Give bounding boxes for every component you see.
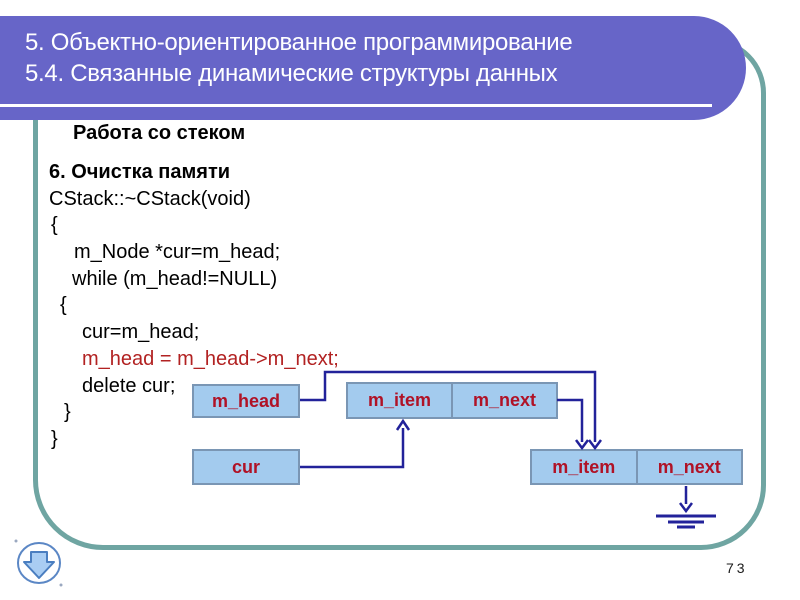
node2-m-item-label: m_item xyxy=(552,456,616,477)
code-line: } xyxy=(51,427,58,450)
section-subtitle: Работа со стеком xyxy=(73,122,246,144)
cur-label: cur xyxy=(231,456,260,477)
code-line: } xyxy=(64,401,71,424)
header-underline xyxy=(0,104,712,107)
node1-m-next-label: m_next xyxy=(451,384,556,417)
m-head-label: m_head xyxy=(211,390,281,411)
diagram-node2: m_item m_next xyxy=(530,449,743,485)
down-arrow-icon xyxy=(23,551,55,579)
code-line: 6. Очистка памяти xyxy=(49,161,231,183)
speck-icon xyxy=(14,539,18,543)
code-line: while (m_head!=NULL) xyxy=(72,267,278,290)
diagram-box-m-head: m_head xyxy=(192,384,300,418)
code-line: delete cur; xyxy=(82,374,176,397)
next-slide-button[interactable] xyxy=(13,538,65,588)
slide-title-line2: 5.4. Связанные динамические структуры да… xyxy=(25,60,558,87)
code-line: { xyxy=(60,294,67,317)
code-line: m_Node *cur=m_head; xyxy=(74,241,281,264)
slide-title: 5. Объектно-ориентированное программиров… xyxy=(25,27,573,89)
slide-title-line1: 5. Объектно-ориентированное программиров… xyxy=(25,29,573,56)
slide-header: 5. Объектно-ориентированное программиров… xyxy=(0,16,746,120)
page-number: 73 xyxy=(726,560,748,576)
node1-m-item-label: m_item xyxy=(367,390,432,410)
node2-m-next-label: m_next xyxy=(635,451,742,483)
code-line: CStack::~CStack(void) xyxy=(49,187,251,210)
code-line: m_head = m_head->m_next; xyxy=(82,347,339,370)
diagram-node1: m_item m_next xyxy=(346,382,558,419)
code-line: cur=m_head; xyxy=(82,321,200,344)
diagram-box-cur: cur xyxy=(192,449,300,485)
speck-icon xyxy=(59,583,63,587)
code-line: { xyxy=(51,214,58,237)
